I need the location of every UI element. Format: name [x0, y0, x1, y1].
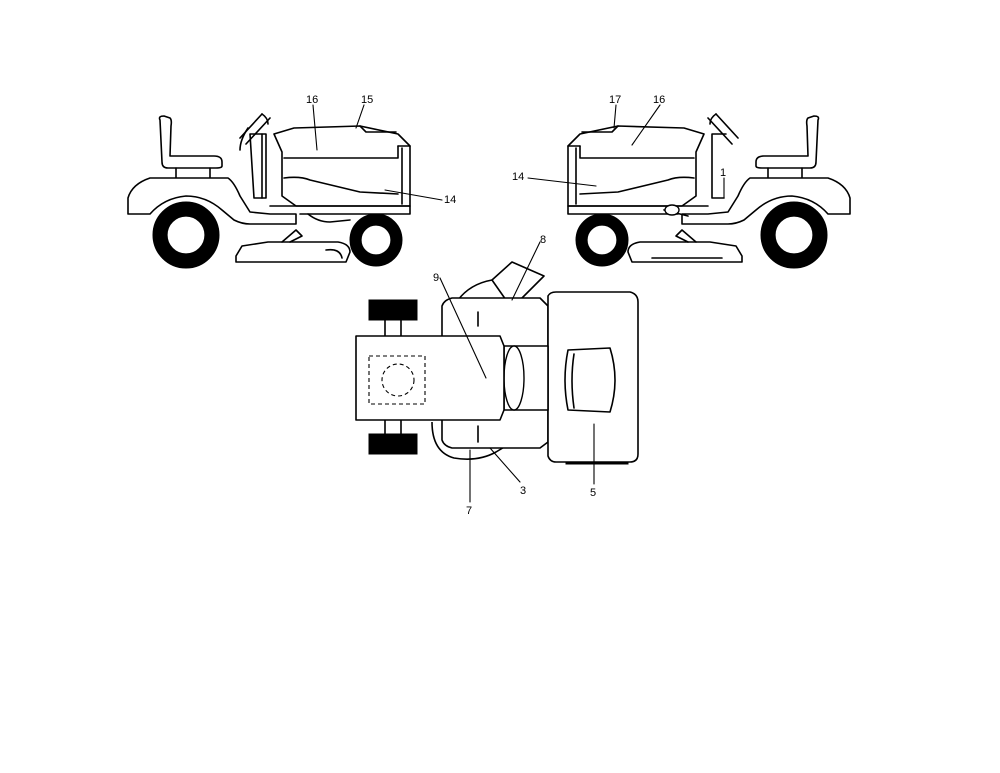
callout-16-right: 16	[653, 94, 665, 106]
callout-15-left: 15	[361, 94, 373, 106]
callout-7-top: 7	[466, 505, 472, 517]
callout-3-top: 3	[520, 485, 526, 497]
callout-9-top: 9	[433, 272, 439, 284]
callout-14-right: 14	[512, 171, 524, 183]
callout-14-left: 14	[444, 194, 456, 206]
callout-8-top: 8	[540, 234, 546, 246]
tractor-right-side-view	[527, 104, 851, 269]
callout-1-right: 1	[720, 167, 726, 179]
callout-5-top: 5	[590, 487, 596, 499]
callout-17-right: 17	[609, 94, 621, 106]
callout-16-left: 16	[306, 94, 318, 106]
tractor-top-view	[355, 241, 639, 503]
tractor-left-side-view	[127, 104, 443, 269]
